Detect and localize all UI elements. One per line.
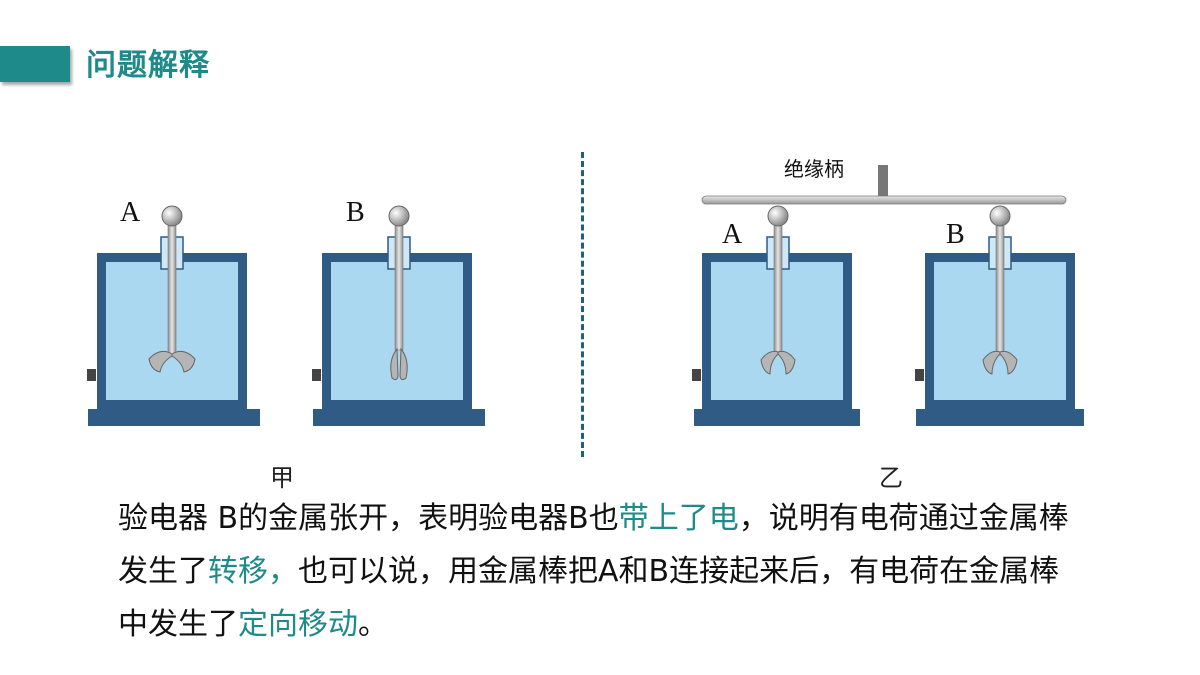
explanation-paragraph: 验电器 B的金属张开，表明验电器B也带上了电，说明有电荷通过金属棒发生了转移，也… <box>118 492 1078 651</box>
highlight-charged: 带上了电 <box>618 501 739 536</box>
highlight-transfer: 转移， <box>208 554 298 589</box>
dashed-divider <box>581 152 584 457</box>
electroscope-b-right <box>915 205 1084 426</box>
metal-bar-with-handle <box>701 165 1067 205</box>
electroscope-a-right <box>692 205 860 426</box>
insulating-handle-label: 绝缘柄 <box>784 157 844 181</box>
electroscope-b-left <box>312 205 485 426</box>
highlight-directed-motion: 定向移动 <box>238 607 358 642</box>
label-b-left: B <box>346 197 365 228</box>
caption-right: 乙 <box>879 464 903 492</box>
explanation-text-2: ，说明有电荷通过金属棒发生了 <box>118 501 1069 589</box>
label-a-left: A <box>120 197 141 228</box>
explanation-text-4: 。 <box>358 607 388 642</box>
caption-left: 甲 <box>270 464 294 492</box>
header-accent-bar <box>0 46 70 82</box>
page-title: 问题解释 <box>86 48 210 83</box>
explanation-text-3: 也可以说，用金属棒把A和B连接起来后，有电荷在金属棒中发生了 <box>118 554 1060 642</box>
electroscope-a-left <box>87 205 260 426</box>
explanation-text-1: 验电器 B的金属张开，表明验电器B也 <box>118 501 619 536</box>
label-b-right: B <box>946 219 965 250</box>
label-a-right: A <box>722 219 743 250</box>
